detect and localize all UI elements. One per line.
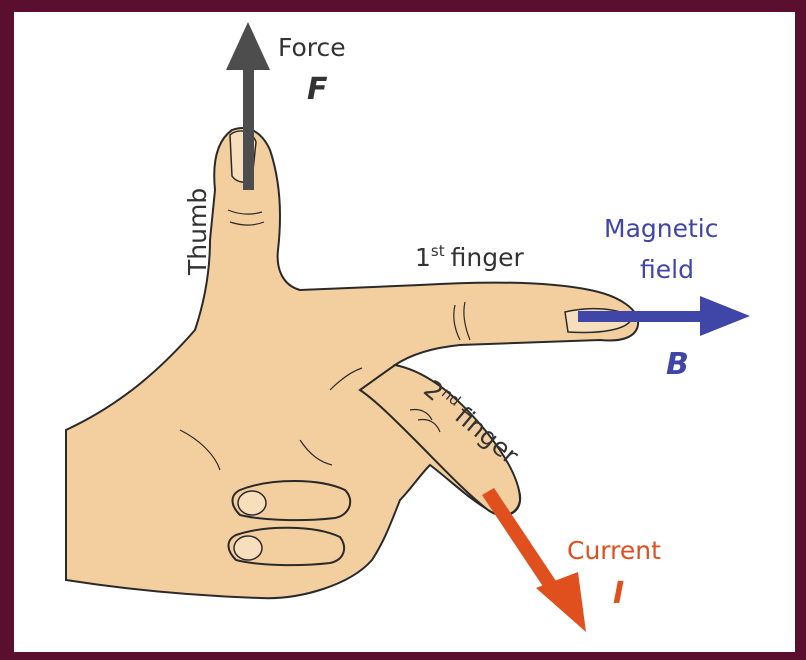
current-label: Current (567, 536, 661, 565)
field-label-line-1: Magnetic (604, 214, 718, 243)
field-symbol: B (666, 347, 689, 382)
field-arrow-shaft (578, 311, 708, 322)
first-finger-superscript: st (431, 242, 445, 260)
force-symbol: F (307, 72, 328, 107)
first-finger-number: 1 (415, 243, 431, 272)
force-arrow-shaft (243, 60, 254, 190)
curled-nail-3 (238, 491, 266, 515)
first-finger-label: 1st finger (415, 242, 524, 272)
force-arrow-head (226, 22, 270, 70)
thumb-label: Thumb (183, 188, 212, 276)
current-symbol: I (613, 576, 624, 611)
field-arrow-head (700, 296, 750, 336)
curled-nail-4 (234, 536, 262, 560)
force-label: Force (278, 33, 346, 62)
current-arrow-shaft (482, 488, 562, 597)
first-finger-word: finger (451, 243, 525, 272)
hand-palm (66, 128, 638, 598)
hand (66, 128, 638, 598)
field-label-line-2: field (640, 255, 694, 284)
